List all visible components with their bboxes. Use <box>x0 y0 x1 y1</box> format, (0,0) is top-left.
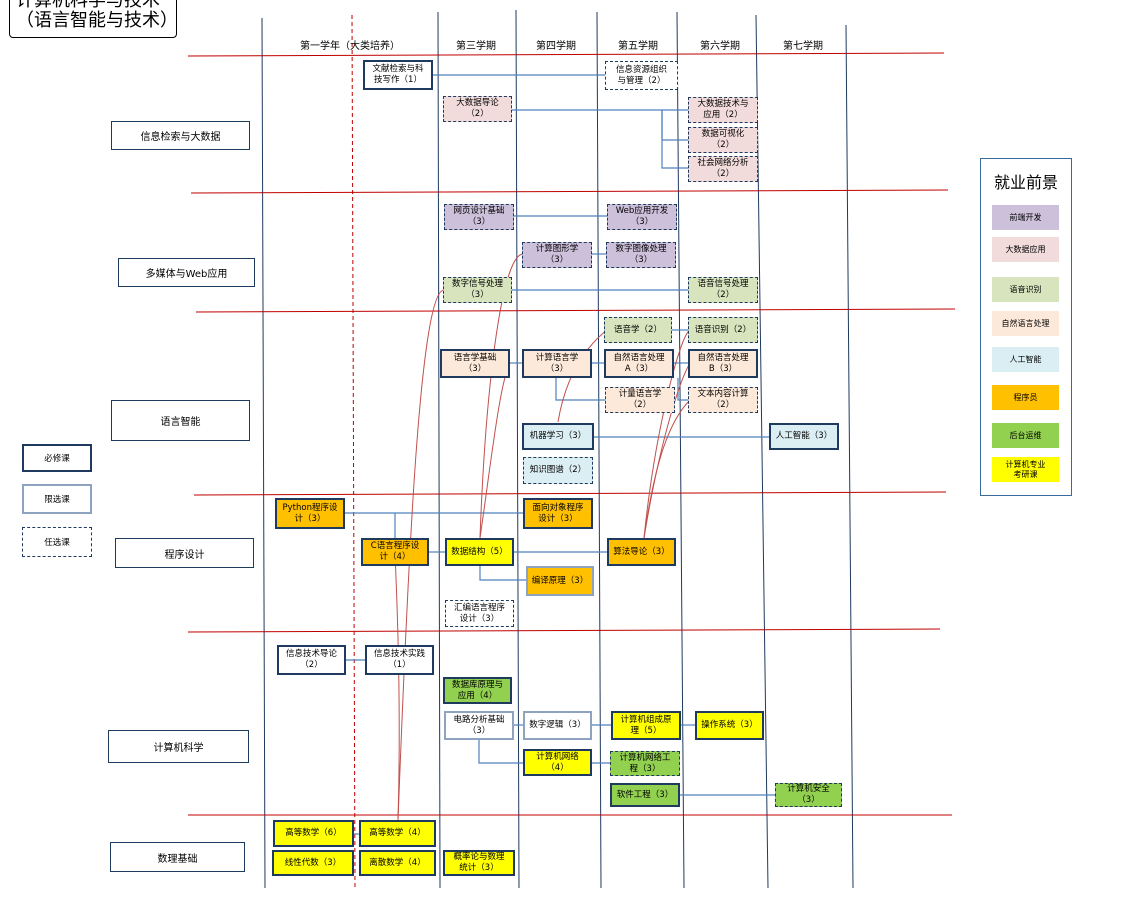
course-machine-learning: 机器学习（3） <box>522 423 594 450</box>
legend-required: 必修课 <box>22 444 92 472</box>
course-it-practice: 信息技术实践 （1） <box>365 645 434 675</box>
course-computer-networks: 计算机网络 （4） <box>523 749 592 776</box>
career-ai: 人工智能 <box>992 347 1059 372</box>
course-speech-recognition: 语音识别（2） <box>688 317 758 343</box>
course-social-network-analysis: 社会网络分析 （2） <box>688 156 758 182</box>
course-calculus-6: 高等数学（6） <box>273 820 354 847</box>
category-info-retrieval: 信息检索与大数据 <box>111 121 250 150</box>
course-big-data-tech: 大数据技术与 应用（2） <box>688 97 758 123</box>
course-calculus-4: 高等数学（4） <box>359 820 436 847</box>
course-web-design-basics: 网页设计基础 （3） <box>444 204 514 230</box>
category-programming: 程序设计 <box>115 538 254 568</box>
course-oop: 面向对象程序 设计（3） <box>523 498 593 529</box>
course-assembly: 汇编语言程序 设计（3） <box>445 600 514 627</box>
course-linear-algebra: 线性代数（3） <box>272 850 354 876</box>
course-speech-signal-processing: 语音信号处理 （2） <box>688 277 758 303</box>
title-line-1: 计算机科学与技术 <box>16 0 160 11</box>
course-data-structures: 数据结构（5） <box>445 538 514 566</box>
career-backend-ops: 后台运维 <box>992 423 1059 448</box>
course-discrete-math: 离散数学（4） <box>359 850 436 876</box>
category-language-intelligence: 语言智能 <box>111 400 250 441</box>
row-lines <box>187 52 956 816</box>
course-nlp-b: 自然语言处理 B（3） <box>688 349 758 378</box>
career-prospects-panel: 就业前景 前端开发 大数据应用 语音识别 自然语言处理 人工智能 程序员 后台运… <box>980 158 1072 496</box>
course-circuit-analysis: 电路分析基础 （3） <box>444 711 514 740</box>
career-graduate-exam: 计算机专业 考研课 <box>992 457 1059 482</box>
course-info-resource-mgmt: 信息资源组织 与管理（2） <box>605 61 678 90</box>
course-digital-signal-processing: 数字信号处理 （3） <box>443 277 512 303</box>
semester-5: 第五学期 <box>618 41 658 52</box>
course-computer-security: 计算机安全 （3） <box>775 783 842 807</box>
page-title: 计算机科学与技术 （语言智能与技术） <box>9 0 178 38</box>
semester-year1: 第一学年（大类培养） <box>300 41 400 52</box>
course-software-engineering: 软件工程（3） <box>610 783 680 807</box>
course-computational-linguistics: 计算语言学 （3） <box>522 349 592 378</box>
semester-6: 第六学期 <box>700 41 740 52</box>
category-computer-science: 计算机科学 <box>108 730 249 763</box>
career-speech-recognition: 语音识别 <box>992 277 1059 302</box>
legend-limited-elective: 限选课 <box>22 484 92 514</box>
course-network-engineering: 计算机网络工 程（3） <box>610 751 680 776</box>
course-linguistics-basics: 语言学基础 （3） <box>440 349 510 378</box>
course-c-programming: C语言程序设 计（4） <box>361 538 429 566</box>
career-programmer: 程序员 <box>992 385 1059 410</box>
course-artificial-intelligence: 人工智能（3） <box>769 423 839 450</box>
course-nlp-a: 自然语言处理 A（3） <box>604 349 674 378</box>
course-text-content-computing: 文本内容计算 （2） <box>688 387 758 413</box>
course-big-data-intro: 大数据导论 （2） <box>443 96 512 122</box>
course-computer-organization: 计算机组成原 理（5） <box>611 711 681 740</box>
course-digital-logic: 数字逻辑（3） <box>523 711 592 740</box>
course-literature-retrieval: 文献检索与科 技写作（1） <box>363 60 433 90</box>
course-database: 数据库原理与 应用（4） <box>443 677 512 704</box>
semester-4: 第四学期 <box>536 41 576 52</box>
course-computer-graphics: 计算图形学 （3） <box>522 242 592 268</box>
legend-free-elective: 任选课 <box>22 527 92 557</box>
course-digital-image-processing: 数字图像处理 （3） <box>606 242 676 268</box>
course-knowledge-graph: 知识图谱（2） <box>523 457 593 484</box>
career-title: 就业前景 <box>993 173 1058 192</box>
course-quantitative-linguistics: 计量语言学 （2） <box>605 387 675 413</box>
course-probability-statistics: 概率论与数理 统计（3） <box>443 850 515 876</box>
course-data-visualization: 数据可视化 （2） <box>688 127 758 153</box>
course-it-intro: 信息技术导论 （2） <box>277 645 346 675</box>
course-compilers: 编译原理（3） <box>526 566 594 596</box>
career-big-data: 大数据应用 <box>992 237 1059 262</box>
course-python-programming: Python程序设 计（3） <box>275 498 345 529</box>
title-line-2: （语言智能与技术） <box>16 10 178 31</box>
semester-7: 第七学期 <box>783 41 823 52</box>
course-phonetics: 语音学（2） <box>604 317 672 343</box>
connectors <box>345 74 775 835</box>
category-multimedia-web: 多媒体与Web应用 <box>118 258 255 287</box>
career-nlp: 自然语言处理 <box>992 311 1059 336</box>
course-algorithms: 算法导论（3） <box>607 538 676 566</box>
course-web-app-dev: Web应用开发 （3） <box>607 204 677 230</box>
category-math-foundation: 数理基础 <box>110 842 245 872</box>
column-lines <box>261 9 854 889</box>
semester-3: 第三学期 <box>456 41 496 52</box>
career-frontend: 前端开发 <box>992 205 1059 230</box>
course-operating-systems: 操作系统（3） <box>695 711 764 740</box>
year-divider <box>351 14 356 889</box>
